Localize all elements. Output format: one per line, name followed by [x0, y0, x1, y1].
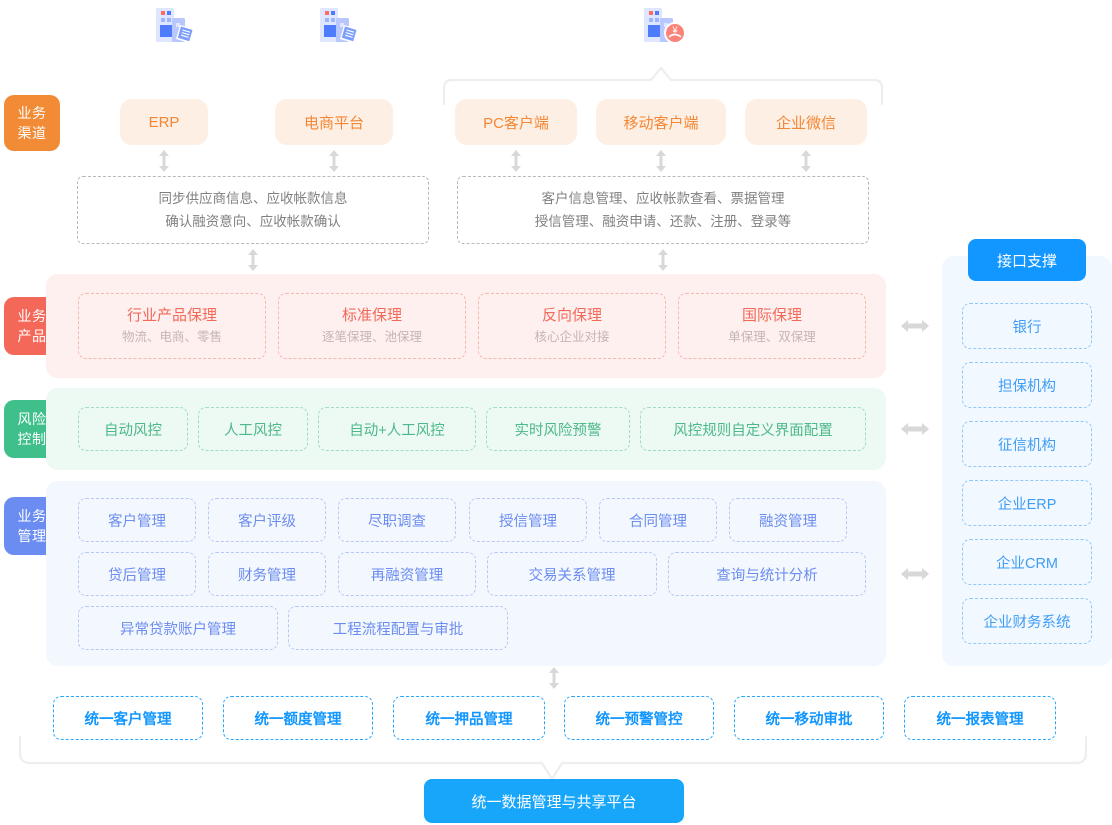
api-item-enterprise-crm[interactable]: 企业CRM: [962, 539, 1092, 585]
desc-line-2: 确认融资意向、应收帐款确认: [165, 214, 341, 229]
product-subtitle: 逐笔保理、池保理: [321, 330, 422, 344]
unified-item-alert-control[interactable]: 统一预警管控: [564, 696, 714, 740]
desc-box-customer: 客户信息管理、应收帐款查看、票据管理 授信管理、融资申请、还款、注册、登录等: [457, 176, 869, 244]
vertical-double-arrow-icon: [159, 150, 169, 172]
mgmt-item-post-loan[interactable]: 贷后管理: [78, 552, 196, 596]
channel-wecom[interactable]: 企业微信: [745, 99, 867, 145]
unified-item-report[interactable]: 统一报表管理: [904, 696, 1056, 740]
platform-brace: [18, 735, 1088, 781]
category-pill-channel: 业务 渠道: [4, 95, 60, 151]
vertical-double-arrow-icon: [511, 150, 521, 172]
unified-item-quota[interactable]: 统一额度管理: [223, 696, 373, 740]
category-line-2: 管理: [17, 528, 47, 544]
unified-item-mobile-approval[interactable]: 统一移动审批: [734, 696, 884, 740]
horizontal-double-arrow-icon: [901, 320, 929, 332]
risk-item-manual[interactable]: 人工风控: [198, 407, 308, 451]
product-title: 行业产品保理: [126, 307, 217, 324]
api-item-bank[interactable]: 银行: [962, 303, 1092, 349]
mgmt-item-financing[interactable]: 融资管理: [729, 498, 847, 542]
desc-line-2: 授信管理、融资申请、还款、注册、登录等: [534, 214, 792, 229]
unified-item-customer[interactable]: 统一客户管理: [53, 696, 203, 740]
vertical-double-arrow-icon: [549, 667, 559, 689]
mgmt-item-refinancing[interactable]: 再融资管理: [338, 552, 476, 596]
api-item-guarantee[interactable]: 担保机构: [962, 362, 1092, 408]
channel-ecommerce[interactable]: 电商平台: [275, 99, 393, 145]
product-card-standard[interactable]: 标准保理 逐笔保理、池保理: [278, 293, 466, 359]
api-item-enterprise-erp[interactable]: 企业ERP: [962, 480, 1092, 526]
category-line-2: 渠道: [17, 125, 47, 141]
risk-item-auto-manual[interactable]: 自动+人工风控: [318, 407, 476, 451]
enterprise-handshake-icon: [146, 2, 202, 48]
risk-item-realtime-alert[interactable]: 实时风险预警: [486, 407, 630, 451]
desc-line-1: 同步供应商信息、应收帐款信息: [158, 191, 348, 206]
vertical-double-arrow-icon: [656, 150, 666, 172]
api-support-header: 接口支撑: [968, 239, 1086, 281]
category-line-1: 业务: [17, 508, 47, 524]
vertical-double-arrow-icon: [658, 249, 668, 271]
enterprise-finance-icon: ¥: [636, 2, 692, 48]
product-title: 国际保理: [741, 307, 802, 324]
product-card-reverse[interactable]: 反向保理 核心企业对接: [478, 293, 666, 359]
product-subtitle: 单保理、双保理: [728, 330, 816, 344]
unified-data-platform[interactable]: 统一数据管理与共享平台: [424, 779, 684, 823]
risk-item-auto[interactable]: 自动风控: [78, 407, 188, 451]
horizontal-double-arrow-icon: [901, 423, 929, 435]
band-business-product: [46, 274, 886, 378]
desc-box-supplier: 同步供应商信息、应收帐款信息 确认融资意向、应收帐款确认: [77, 176, 429, 244]
category-line-2: 产品: [17, 328, 47, 344]
category-line-1: 业务: [17, 308, 47, 324]
mgmt-item-customer[interactable]: 客户管理: [78, 498, 196, 542]
product-title: 标准保理: [341, 307, 402, 324]
api-item-enterprise-finance-system[interactable]: 企业财务系统: [962, 598, 1092, 644]
channel-mobile-client[interactable]: 移动客户端: [596, 99, 726, 145]
category-line-1: 业务: [17, 105, 47, 121]
mgmt-item-finance[interactable]: 财务管理: [208, 552, 326, 596]
vertical-double-arrow-icon: [329, 150, 339, 172]
product-card-international[interactable]: 国际保理 单保理、双保理: [678, 293, 866, 359]
mgmt-item-abnormal-loan-account[interactable]: 异常贷款账户管理: [78, 606, 278, 650]
band-api-support: [942, 256, 1112, 666]
product-subtitle: 核心企业对接: [534, 330, 610, 344]
vertical-double-arrow-icon: [801, 150, 811, 172]
category-line-2: 控制: [17, 431, 47, 447]
mgmt-item-due-diligence[interactable]: 尽职调查: [338, 498, 456, 542]
band-business-management: [46, 481, 886, 666]
api-item-credit-bureau[interactable]: 征信机构: [962, 421, 1092, 467]
category-line-1: 风险: [17, 411, 47, 427]
product-card-industry[interactable]: 行业产品保理 物流、电商、零售: [78, 293, 266, 359]
horizontal-double-arrow-icon: [901, 568, 929, 580]
mgmt-item-query-analysis[interactable]: 查询与统计分析: [668, 552, 866, 596]
mgmt-item-contract[interactable]: 合同管理: [599, 498, 717, 542]
product-title: 反向保理: [541, 307, 602, 324]
product-subtitle: 物流、电商、零售: [121, 330, 222, 344]
risk-item-rule-config[interactable]: 风控规则自定义界面配置: [640, 407, 866, 451]
unified-item-collateral[interactable]: 统一押品管理: [393, 696, 545, 740]
mgmt-item-credit[interactable]: 授信管理: [469, 498, 587, 542]
vertical-double-arrow-icon: [248, 249, 258, 271]
band-risk-control: [46, 388, 886, 470]
channel-pc-client[interactable]: PC客户端: [455, 99, 577, 145]
mgmt-item-transaction-relation[interactable]: 交易关系管理: [487, 552, 657, 596]
mgmt-item-process-config-approval[interactable]: 工程流程配置与审批: [288, 606, 508, 650]
svg-text:¥: ¥: [671, 25, 678, 35]
mgmt-item-customer-rating[interactable]: 客户评级: [208, 498, 326, 542]
enterprise-handshake-icon: [310, 2, 366, 48]
desc-line-1: 客户信息管理、应收帐款查看、票据管理: [541, 191, 785, 206]
channel-erp[interactable]: ERP: [120, 99, 208, 145]
